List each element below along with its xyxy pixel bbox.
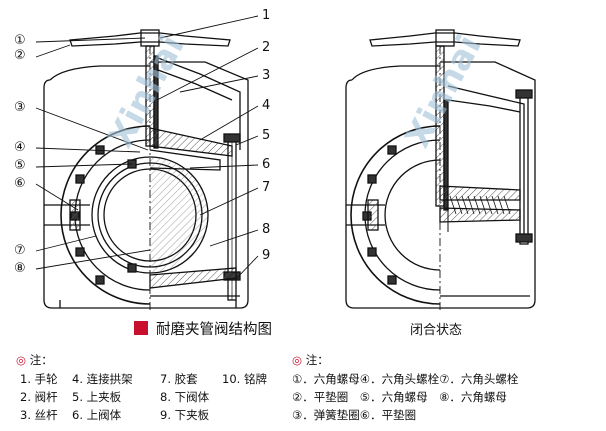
caption-closed-state: 闭合状态 bbox=[410, 323, 463, 338]
note-left-1-1: 1. 手轮 bbox=[20, 372, 58, 386]
left-leaders bbox=[35, 37, 151, 270]
note-right-3: ③．弹簧垫圈⑥．平垫圈 bbox=[292, 408, 417, 422]
part-number-7: 7 bbox=[262, 180, 271, 195]
callout-8: ⑧ bbox=[14, 261, 26, 276]
callout-5: ⑤ bbox=[14, 158, 26, 173]
note-left-3-3: 9. 下夹板 bbox=[160, 408, 210, 422]
handwheel-right bbox=[369, 32, 521, 47]
part-number-8: 8 bbox=[262, 222, 271, 237]
notes-right-header: ◎ 注： bbox=[292, 353, 329, 367]
note-left-1-3: 7. 胶套 bbox=[160, 372, 198, 386]
notes-left-header: ◎ 注： bbox=[16, 353, 53, 367]
part-number-9: 9 bbox=[262, 248, 271, 263]
notes-right-title: 注： bbox=[305, 353, 329, 367]
callout-4: ④ bbox=[14, 140, 26, 155]
note-left-2-3: 8. 下阀体 bbox=[160, 390, 210, 404]
note-left-3-2: 6. 上阀体 bbox=[72, 408, 122, 422]
callout-1: ① bbox=[14, 33, 26, 48]
note-left-1-2: 4. 连接拱架 bbox=[72, 372, 133, 386]
notes-right-mark: ◎ bbox=[292, 353, 303, 367]
right-leaders bbox=[156, 15, 259, 281]
note-left-2-2: 5. 上夹板 bbox=[72, 390, 122, 404]
handwheel-left bbox=[69, 32, 231, 47]
note-right-2: ②．平垫圈 ⑤．六角螺母 ⑧．六角螺母 bbox=[292, 390, 507, 404]
part-number-5: 5 bbox=[262, 128, 271, 143]
callout-2: ② bbox=[14, 48, 26, 63]
caption-main: 耐磨夹管阀结构图 bbox=[156, 322, 272, 338]
note-left-2-1: 2. 阀杆 bbox=[20, 390, 58, 404]
right-valve-section bbox=[345, 29, 536, 310]
notes-left-title: 注： bbox=[29, 353, 53, 367]
notes-left-mark: ◎ bbox=[16, 353, 27, 367]
caption-marker bbox=[134, 321, 148, 335]
callout-6: ⑥ bbox=[14, 176, 26, 191]
note-right-1: ①．六角螺母④．六角头螺栓⑦．六角头螺栓 bbox=[292, 372, 519, 386]
part-number-6: 6 bbox=[262, 157, 271, 172]
part-number-2: 2 bbox=[262, 40, 271, 55]
note-left-3-1: 3. 丝杆 bbox=[20, 408, 58, 422]
part-number-3: 3 bbox=[262, 68, 271, 83]
note-left-1-4: 10. 铭牌 bbox=[222, 372, 267, 386]
part-number-4: 4 bbox=[262, 98, 271, 113]
left-valve-section bbox=[43, 29, 249, 310]
part-number-1: 1 bbox=[262, 8, 271, 23]
callout-3: ③ bbox=[14, 100, 26, 115]
callout-7: ⑦ bbox=[14, 243, 26, 258]
